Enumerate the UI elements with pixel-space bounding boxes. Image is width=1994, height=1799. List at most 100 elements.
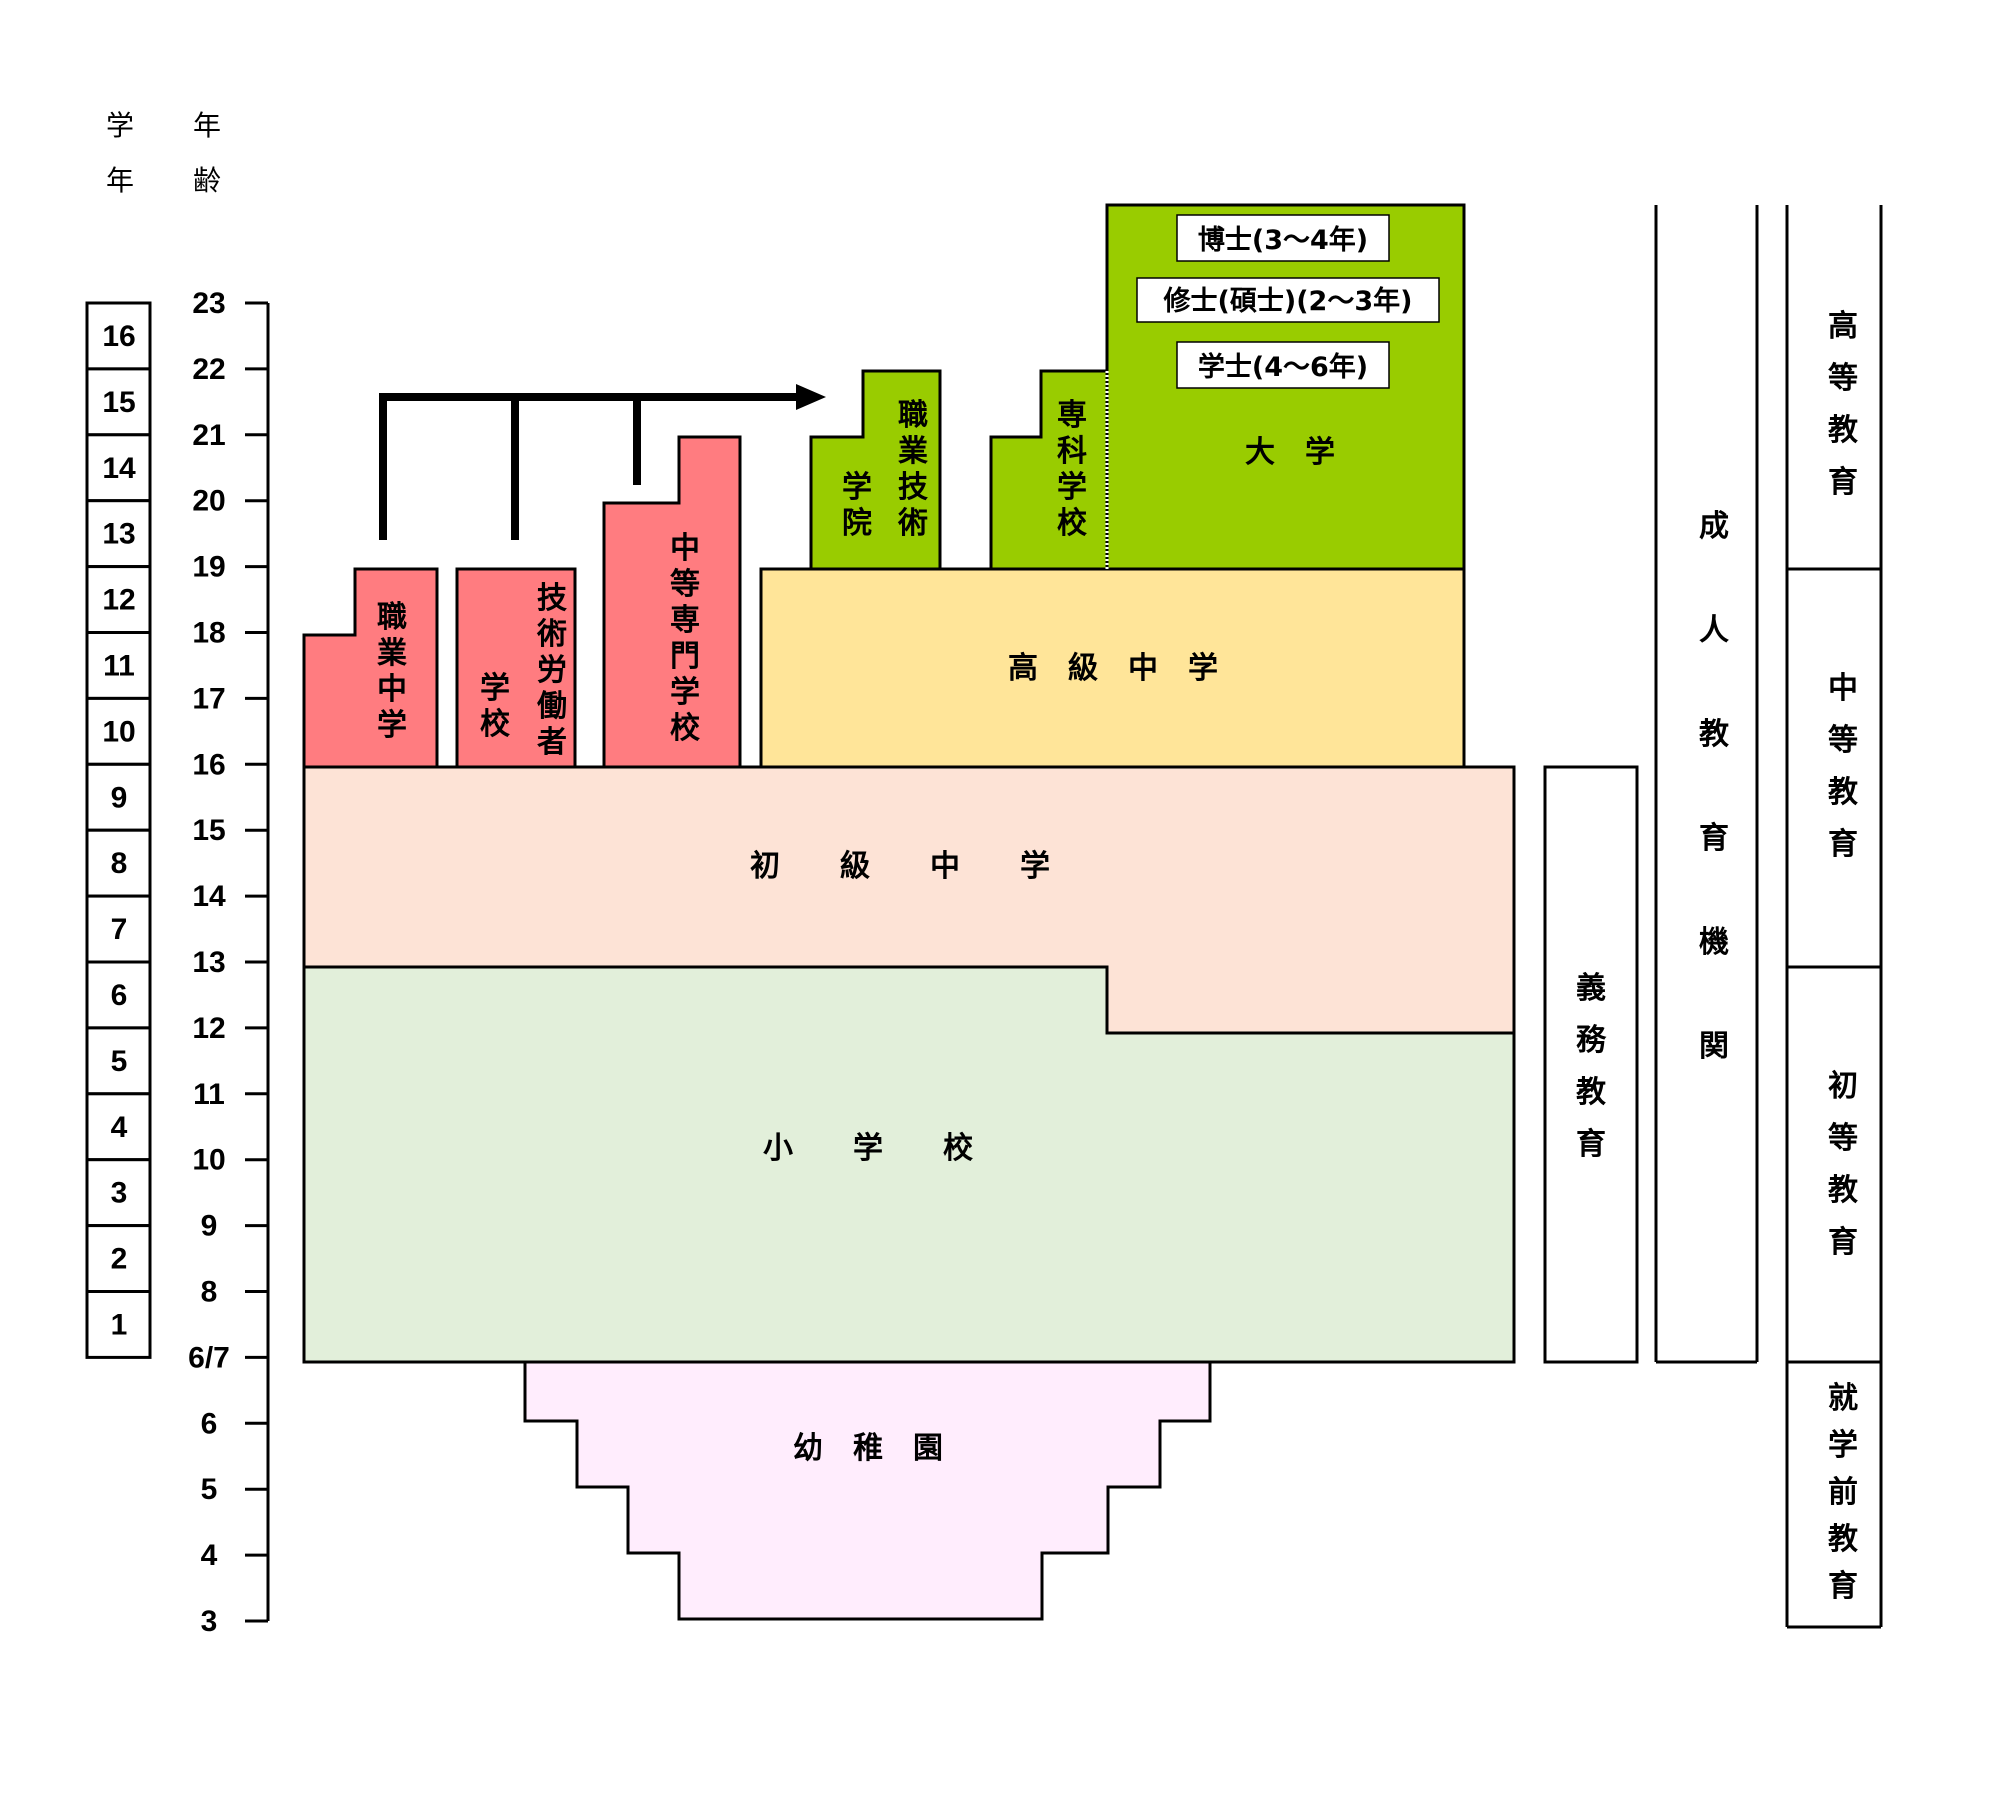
label-char: 働 (536, 689, 567, 724)
university-label: 大 学 (1245, 435, 1335, 470)
age-tick-label: 21 (192, 419, 225, 452)
label-char: 人 (1699, 613, 1729, 648)
label-char: 育 (1828, 1225, 1858, 1260)
grade-box-label: 7 (111, 913, 128, 946)
degree-bachelor-box (1176, 341, 1390, 389)
label-char: 育 (1828, 827, 1858, 862)
age-tick-label: 4 (201, 1539, 218, 1572)
grade-box (85, 894, 152, 964)
label-char: 者 (537, 725, 567, 760)
label-char: 専 (1057, 398, 1087, 433)
junior-college-block (989, 369, 1109, 571)
label-char: 中 (1828, 671, 1858, 706)
age-label-char-2: 齢 (193, 164, 221, 197)
label-char: 専 (670, 603, 700, 638)
age-tick-label: 6 (201, 1407, 218, 1440)
label-char: 機 (1699, 925, 1729, 960)
grade-box (85, 762, 152, 832)
label-char: 学 (670, 675, 700, 710)
age-tick-label: 20 (192, 485, 225, 518)
senior-high-label: 高 級 中 学 (1008, 651, 1218, 686)
label-char: 初 (1828, 1069, 1858, 1104)
age-tick-label: 15 (192, 814, 225, 847)
grade-label-char-1: 学 (106, 109, 134, 142)
label-char: 校 (480, 707, 510, 742)
label-char: 教 (1699, 717, 1729, 752)
label-char: 院 (842, 506, 872, 541)
label-char: 前 (1828, 1475, 1858, 1510)
grade-box (85, 1290, 152, 1359)
progression-arrow (379, 384, 826, 540)
label-char: 義 (1576, 971, 1606, 1006)
grade-box-label: 15 (102, 386, 135, 419)
grade-box-label: 5 (111, 1045, 128, 1078)
arrow-head-icon (796, 384, 826, 410)
grade-box-label: 6 (111, 979, 128, 1012)
label-char: 学 (842, 470, 872, 505)
age-tick-label: 19 (192, 551, 225, 584)
age-tick-label: 12 (192, 1012, 225, 1045)
grade-box-label: 4 (111, 1111, 128, 1144)
degree-bachelor: 学士(4〜6年) (1176, 341, 1390, 389)
grade-box-label: 2 (111, 1243, 128, 1276)
age-tick-label: 8 (201, 1276, 218, 1309)
label-char: 育 (1699, 821, 1729, 856)
label-char: 学 (1057, 470, 1087, 505)
junior-high-label: 初 級 中 学 (750, 849, 1050, 884)
primary-school-label: 小 学 校 (763, 1131, 973, 1166)
grade-box-label: 10 (102, 715, 135, 748)
age-tick-label: 10 (192, 1144, 225, 1177)
grade-box (85, 631, 152, 700)
label-char: 学 (480, 671, 510, 706)
grade-box-label: 16 (102, 320, 135, 353)
degree-doctor: 博士(3〜4年) (1176, 214, 1390, 262)
technical-worker-school-block (455, 567, 577, 769)
age-tick-label: 23 (192, 287, 225, 320)
senior-high-block (759, 567, 1466, 769)
degree-master: 修士(碩士)(2〜3年) (1136, 277, 1440, 323)
grade-label-char-2: 年 (193, 109, 221, 142)
label-char: 学 (377, 708, 407, 743)
age-tick-label: 9 (201, 1210, 218, 1243)
degree-doctor-label: 博士(3〜4年) (1198, 224, 1368, 256)
grade-box-label: 3 (111, 1177, 128, 1210)
label-char: 教 (1828, 413, 1858, 448)
age-tick-label: 13 (192, 946, 225, 979)
label-char: 技 (898, 470, 928, 505)
header-labels: 学 年 年 齢 (106, 109, 221, 197)
vocational-technical-label-col2: 学院 (842, 470, 872, 541)
kindergarten-label: 幼 稚 園 (793, 1431, 943, 1466)
grade-box-label: 14 (102, 452, 136, 485)
age-tick-label: 18 (192, 617, 225, 650)
age-tick-label: 14 (192, 880, 226, 913)
label-char: 術 (897, 506, 928, 541)
label-char: 中 (377, 672, 407, 707)
label-char: 関 (1699, 1029, 1729, 1064)
technical-worker-label-col2: 学校 (480, 671, 510, 742)
grade-box (85, 960, 152, 1030)
label-char: 科 (1057, 434, 1087, 469)
vocational-technical-college-block (809, 369, 942, 571)
label-char: 職 (898, 398, 928, 433)
label-char: 教 (1828, 775, 1858, 810)
grade-box-label: 11 (103, 649, 135, 682)
age-tick-label: 6/7 (188, 1341, 230, 1374)
grade-box-label: 1 (111, 1308, 128, 1341)
label-char: 等 (1828, 361, 1858, 396)
label-char: 等 (1828, 723, 1858, 758)
label-char: 労 (537, 653, 567, 688)
label-char: 教 (1828, 1173, 1858, 1208)
degree-master-label: 修士(碩士)(2〜3年) (1163, 285, 1413, 317)
age-tick-label: 5 (201, 1473, 218, 1506)
age-tick-label: 16 (192, 748, 225, 781)
label-char: 成 (1699, 509, 1729, 544)
label-char: 教 (1828, 1522, 1858, 1557)
grade-box-label: 12 (102, 584, 135, 617)
